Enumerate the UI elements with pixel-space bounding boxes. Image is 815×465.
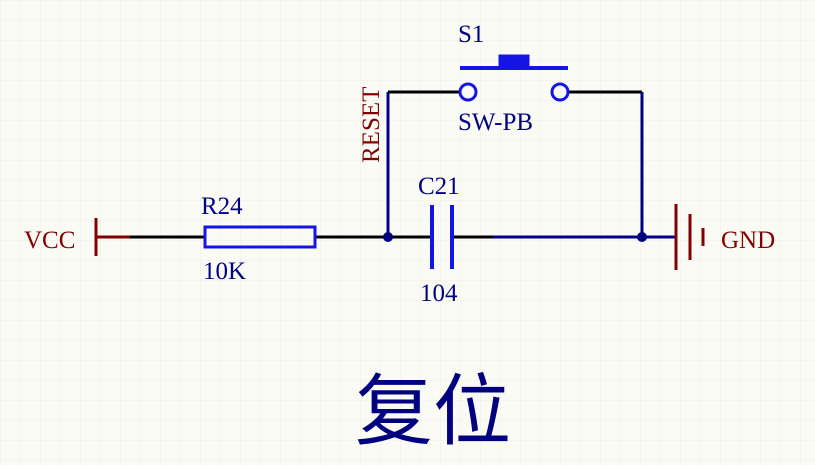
switch-ref-label: S1	[458, 21, 484, 48]
gnd-label: GND	[721, 227, 775, 254]
reset-net-label: RESET	[358, 87, 385, 163]
vcc-label: VCC	[24, 227, 75, 254]
resistor-r24-body	[203, 225, 317, 249]
resistor-value-label: 10K	[203, 258, 246, 285]
switch-type-label: SW-PB	[458, 109, 533, 136]
capacitor-c21-plates	[430, 205, 454, 269]
capacitor-ref-label: C21	[418, 173, 460, 200]
gnd-power-symbol	[674, 204, 705, 270]
capacitor-value-label: 104	[420, 280, 458, 307]
vcc-power-symbol	[94, 218, 130, 256]
junction-dot	[383, 232, 393, 242]
wires	[130, 90, 676, 239]
diagram-caption: 复位	[355, 368, 511, 455]
switch-s1-symbol	[458, 54, 570, 102]
junction-dot	[637, 232, 647, 242]
resistor-ref-label: R24	[201, 193, 243, 220]
